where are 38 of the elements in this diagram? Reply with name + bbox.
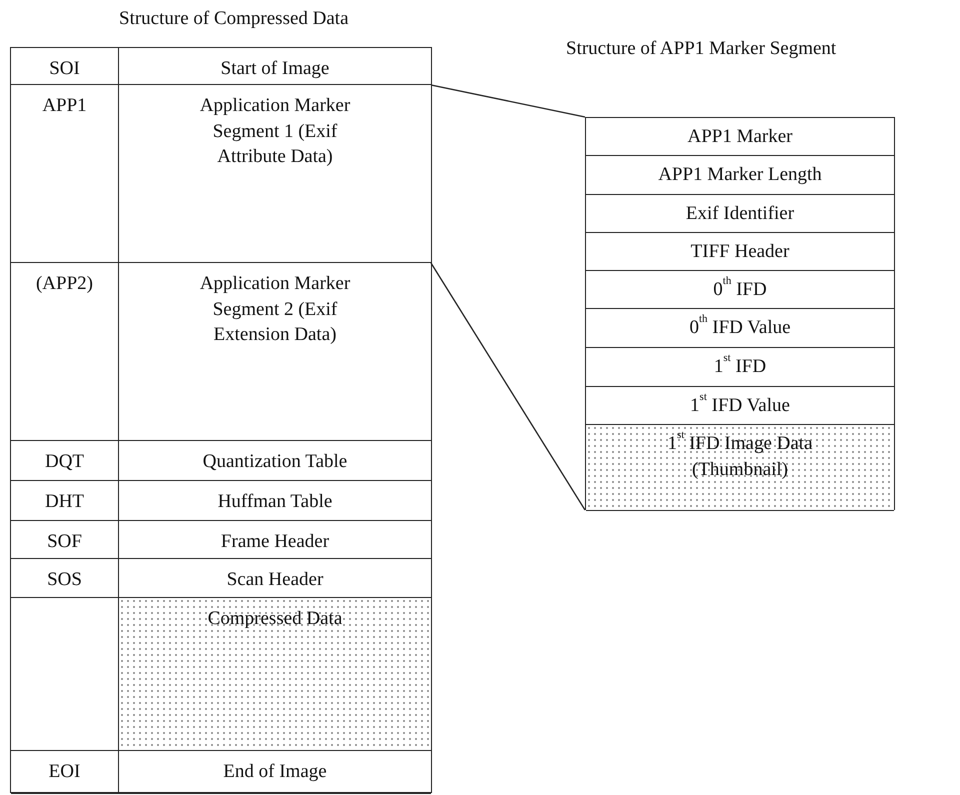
table-title: Structure of Compressed Data — [119, 8, 349, 30]
segment-name: Exif Identifier — [684, 202, 796, 226]
table-row — [11, 598, 431, 751]
table-row — [11, 48, 431, 85]
table-row — [11, 751, 431, 794]
segment-name: 0$^{th}$ IFD — [712, 274, 768, 302]
table-row — [11, 521, 431, 559]
segment-name: Start of Image — [118, 48, 431, 84]
table-row — [11, 481, 431, 521]
segment-name: Compressed Data — [118, 598, 431, 750]
segment-name: End of Image — [118, 751, 431, 793]
segment-name: 1$^{st}$ IFD Value — [689, 390, 791, 418]
table-title: Structure of APP1 Marker Segment — [566, 38, 836, 60]
marker-code: SOF — [46, 530, 83, 554]
segment-name: TIFF Header — [690, 240, 790, 264]
segment-name: Frame Header — [118, 521, 431, 558]
segment-name: 1$^{st}$ IFD — [712, 351, 768, 379]
marker-code: DHT — [44, 490, 86, 514]
marker-code: SOS — [46, 568, 83, 592]
marker-code: SOI — [48, 57, 81, 81]
segment-name: 1$^{st}$ IFD Image Data (Thumbnail) — [586, 425, 894, 510]
segment-name: APP1 Marker — [686, 125, 794, 149]
zoom-line — [430, 262, 586, 510]
segment-name: Scan Header — [118, 559, 431, 597]
table-row — [11, 263, 431, 441]
segment-name: Huffman Table — [118, 481, 431, 520]
marker-code: DQT — [44, 450, 86, 474]
marker-code: APP1 — [41, 94, 88, 118]
segment-name: Application Marker Segment 2 (Exif Extension Data) — [118, 263, 431, 440]
segment-name: APP1 Marker Length — [657, 163, 823, 187]
table-row — [11, 441, 431, 481]
table-row — [11, 85, 431, 263]
marker-code: EOI — [48, 760, 82, 784]
segment-name: 0$^{th}$ IFD Value — [688, 312, 792, 340]
segment-name: Application Marker Segment 1 (Exif Attribute Data) — [118, 85, 431, 262]
marker-code: (APP2) — [34, 272, 94, 296]
segment-name: Quantization Table — [118, 441, 431, 480]
zoom-line — [430, 84, 586, 118]
